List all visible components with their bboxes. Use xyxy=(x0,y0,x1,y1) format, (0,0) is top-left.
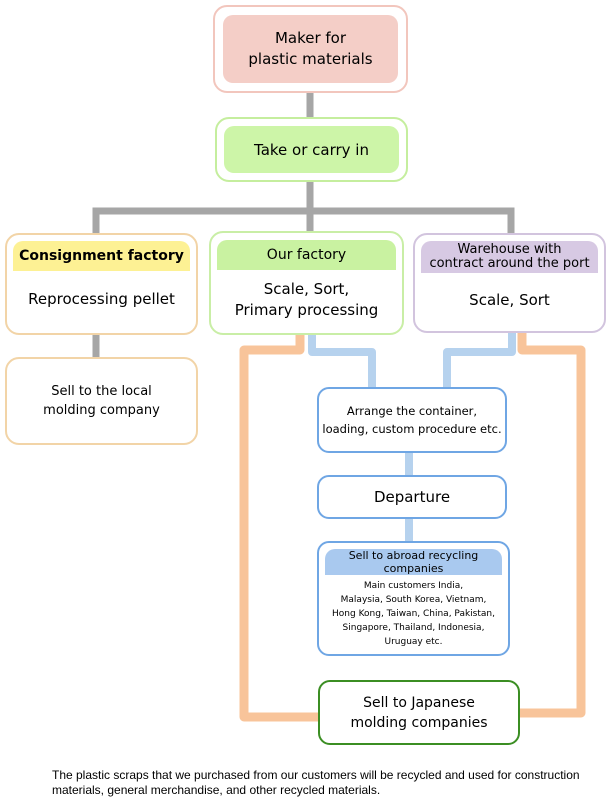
take-in-box: Take or carry in xyxy=(215,117,408,182)
our-factory-body: Scale, Sort, Primary processing xyxy=(234,280,379,319)
footnote: The plastic scraps that we purchased fro… xyxy=(52,768,580,797)
connector-branch xyxy=(92,207,515,233)
our-factory-box: Our factory Scale, Sort, Primary process… xyxy=(209,231,404,335)
warehouse-body: Scale, Sort xyxy=(469,291,550,309)
connector-warehouse-to-japan xyxy=(517,333,586,718)
japanese-molding-box: Sell to Japanese molding companies xyxy=(318,680,520,745)
warehouse-title: Warehouse with contract around the port xyxy=(421,241,598,273)
warehouse-box: Warehouse with contract around the port … xyxy=(413,233,606,333)
abroad-customers-list: Main customers India, Malaysia, South Ko… xyxy=(332,580,495,647)
connector-warehouse-to-arrange xyxy=(443,333,516,387)
connector-our-factory-to-arrange xyxy=(308,335,376,387)
consignment-factory-body: Reprocessing pellet xyxy=(28,290,175,308)
abroad-recycling-title: Sell to abroad recycling companies xyxy=(325,549,502,575)
maker-label: Maker for plastic materials xyxy=(223,15,398,83)
local-molding-box: Sell to the local molding company xyxy=(5,357,198,445)
connector-our-factory-to-japan xyxy=(239,335,318,722)
our-factory-title: Our factory xyxy=(217,240,396,270)
departure-box: Departure xyxy=(317,475,507,519)
consignment-factory-box: Consignment factory Reprocessing pellet xyxy=(5,233,198,335)
take-in-label: Take or carry in xyxy=(224,126,399,173)
maker-box: Maker for plastic materials xyxy=(213,5,408,93)
abroad-recycling-box: Sell to abroad recycling companies Main … xyxy=(317,541,510,656)
consignment-factory-title: Consignment factory xyxy=(13,241,190,271)
arrange-container-box: Arrange the container, loading, custom p… xyxy=(317,387,507,453)
